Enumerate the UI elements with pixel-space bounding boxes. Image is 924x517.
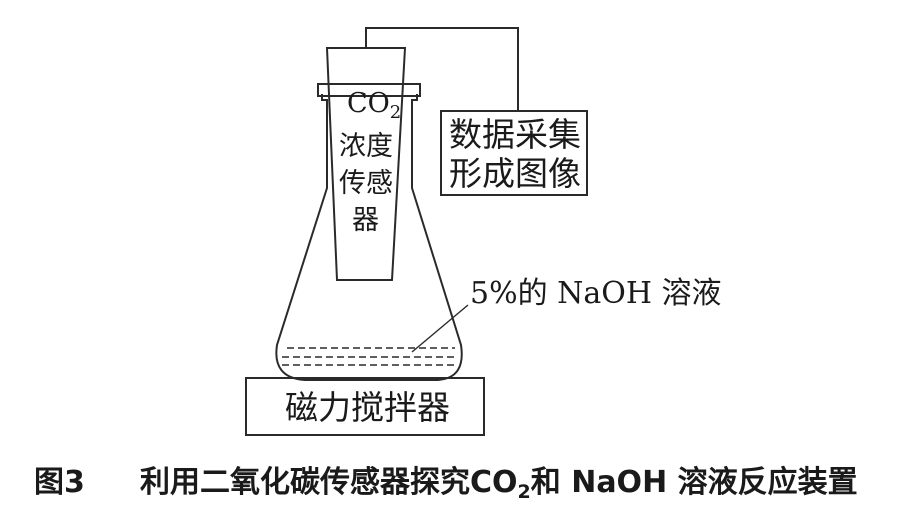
data-collection-box (440, 110, 588, 196)
flask-mouth-rim (317, 83, 421, 97)
figure-caption: 利用二氧化碳传感器探究CO2和 NaOH 溶液反应装置 (140, 465, 858, 503)
sensor-label-line2: 浓度 (339, 131, 393, 162)
sensor-label-line3: 传感 (339, 168, 393, 199)
data-box-line2: 形成图像 (449, 154, 581, 193)
figure-number: 图3 (34, 465, 85, 500)
sensor-label-line4: 器 (352, 205, 379, 236)
erlenmeyer-flask (275, 94, 463, 381)
magnetic-stirrer-box (245, 377, 485, 436)
solution-leader-line (411, 304, 469, 353)
sensor-cable (365, 27, 519, 111)
solution-label: 5%的 NaOH 溶液 (470, 276, 722, 311)
co2-sensor-probe (325, 47, 407, 281)
stirrer-label: 磁力搅拌器 (285, 388, 450, 427)
data-box-line1: 数据采集 (449, 115, 581, 154)
sensor-label-co2: CO2 (347, 88, 401, 123)
